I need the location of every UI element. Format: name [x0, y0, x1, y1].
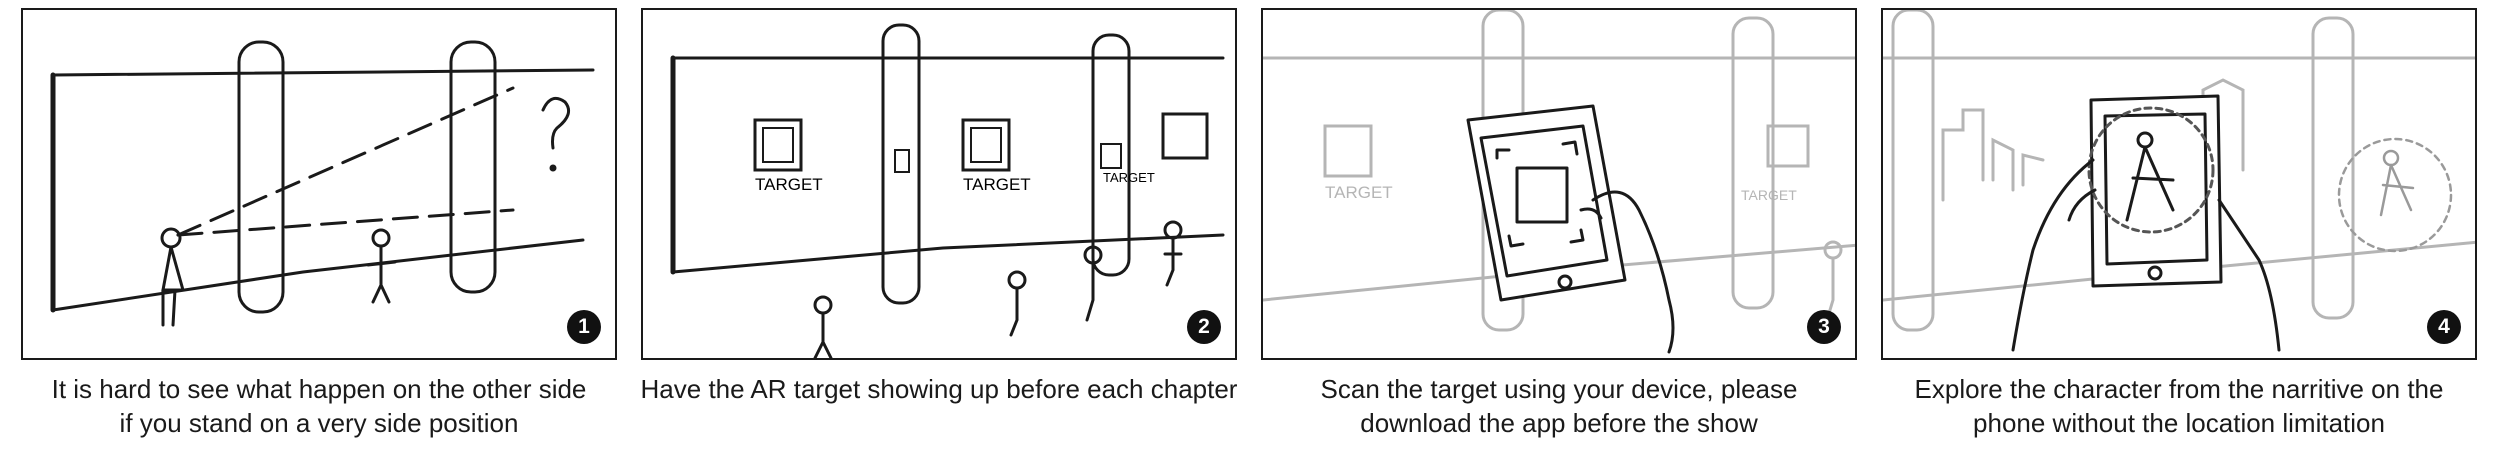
panel-number-badge: 1	[567, 310, 601, 344]
target-frame-3	[1161, 112, 1209, 160]
scanned-target	[1515, 166, 1569, 224]
column-2	[449, 40, 497, 294]
hand	[1591, 190, 1675, 354]
caption-line: It is hard to see what happen on the oth…	[51, 374, 587, 404]
viewer-figure	[1823, 240, 1843, 322]
panel-4-caption: Explore the character from the narritive…	[1869, 372, 2489, 440]
right-hand	[2217, 198, 2281, 352]
caption-line: if you stand on a very side position	[119, 408, 519, 438]
phone-screen	[2103, 112, 2209, 266]
narrative-character-figure	[2125, 145, 2175, 222]
caption-line: phone without the location limitation	[1973, 408, 2385, 438]
column-1	[881, 23, 921, 305]
panel-2-sketch: TARGET TARGET TARGET	[670, 23, 1225, 358]
caption-line: download the app before the show	[1360, 408, 1758, 438]
wall-top-line	[51, 68, 595, 77]
column-1	[1891, 10, 1935, 332]
panel-1-caption: It is hard to see what happen on the oth…	[9, 372, 629, 440]
caption-line: Scan the target using your device, pleas…	[1320, 374, 1798, 404]
floor-line	[51, 238, 585, 312]
sight-line-upper	[176, 86, 515, 237]
column-target	[1100, 143, 1122, 169]
panel-3-caption: Scan the target using your device, pleas…	[1249, 372, 1869, 440]
panel-2-caption: Have the AR target showing up before eac…	[629, 372, 1249, 406]
floor-line	[671, 233, 1225, 274]
column-1	[237, 40, 285, 314]
storyboard-panel-4: 4	[1881, 8, 2477, 360]
viewer-figure-2	[366, 228, 397, 304]
panel-number-badge: 2	[1187, 310, 1221, 344]
viewer-figure-1	[160, 227, 185, 327]
phone-home-button	[1557, 274, 1573, 290]
character-highlight-circle	[2087, 106, 2215, 234]
target-label-1: TARGET	[755, 175, 823, 194]
sight-line-lower	[176, 208, 515, 237]
column-2	[1731, 16, 1775, 310]
left-hand	[2011, 158, 2095, 352]
panel-3-sketch: TARGET TARGET	[1263, 10, 1855, 354]
question-mark	[541, 96, 571, 150]
target-label-2: TARGET	[963, 175, 1031, 194]
panel-number-badge: 4	[2427, 310, 2461, 344]
viewer-figure	[813, 295, 833, 358]
target-frame	[1323, 124, 1373, 178]
storyboard-panel-1: 1	[21, 8, 617, 360]
panel-1-sketch	[50, 40, 595, 327]
panel-4-sketch	[1883, 10, 2475, 352]
storyboard-panel-3: TARGET TARGET 3	[1261, 8, 1857, 360]
target-frame-1	[753, 118, 803, 172]
viewer-figure	[1083, 245, 1103, 322]
narrative-character-figure	[2379, 163, 2415, 217]
caption-line: Have the AR target showing up before eac…	[640, 374, 1238, 404]
target-label-faded: TARGET	[1325, 183, 1393, 202]
target-frame-2	[961, 118, 1011, 172]
viewer-figure	[1007, 270, 1027, 337]
column-target	[894, 149, 910, 173]
city-skyline-sketch	[1941, 108, 2045, 202]
target-label-3: TARGET	[1103, 170, 1155, 185]
target-frame	[1766, 124, 1810, 168]
storyboard-panel-2: TARGET TARGET TARGET 2	[641, 8, 1237, 360]
target-label-faded: TARGET	[1741, 187, 1797, 203]
panel-number-badge: 3	[1807, 310, 1841, 344]
character-highlight-circle	[2337, 137, 2453, 253]
caption-line: Explore the character from the narritive…	[1914, 374, 2444, 404]
viewer-figure	[1163, 220, 1183, 287]
column-2	[2311, 16, 2355, 320]
column-2	[1091, 33, 1131, 277]
phone-home-button	[2147, 265, 2163, 281]
